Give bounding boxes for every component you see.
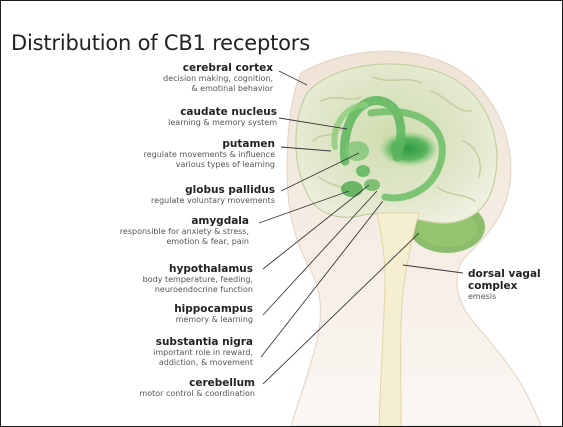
region-desc: emesis bbox=[468, 292, 541, 302]
label-cerebellum: cerebellum motor control & coordination bbox=[139, 377, 255, 399]
label-hypothalamus: hypothalamus body temperature, feeding, … bbox=[143, 263, 253, 294]
region-name: dorsal vagal bbox=[468, 268, 541, 280]
label-hippocampus: hippocampus memory & learning bbox=[174, 303, 253, 325]
region-name: caudate nucleus bbox=[168, 106, 277, 118]
region-name: hypothalamus bbox=[143, 263, 253, 275]
region-desc: addiction, & movement bbox=[153, 358, 253, 368]
diagram-title: Distribution of CB1 receptors bbox=[11, 31, 310, 55]
region-desc: important role in reward, bbox=[153, 348, 253, 358]
hypothalamus-shape bbox=[364, 179, 380, 191]
region-desc: emotion & fear, pain bbox=[120, 237, 249, 247]
region-desc: body temperature, feeding, bbox=[143, 275, 253, 285]
region-name: hippocampus bbox=[174, 303, 253, 315]
region-name: putamen bbox=[144, 138, 275, 150]
label-caudate-nucleus: caudate nucleus learning & memory system bbox=[168, 106, 277, 128]
region-desc: memory & learning bbox=[174, 315, 253, 325]
label-dorsal-vagal-complex: dorsal vagal complex emesis bbox=[468, 268, 541, 302]
region-name: substantia nigra bbox=[153, 336, 253, 348]
label-globus-pallidus: globus pallidus regulate voluntary movem… bbox=[151, 184, 275, 206]
label-amygdala: amygdala responsible for anxiety & stres… bbox=[120, 215, 249, 246]
region-desc: regulate movements & influence bbox=[144, 150, 275, 160]
region-desc: regulate voluntary movements bbox=[151, 196, 275, 206]
region-name: cerebellum bbox=[139, 377, 255, 389]
region-name: cerebral cortex bbox=[163, 62, 273, 74]
label-putamen: putamen regulate movements & influence v… bbox=[144, 138, 275, 169]
region-name: amygdala bbox=[120, 215, 249, 227]
region-desc: motor control & coordination bbox=[139, 389, 255, 399]
label-cerebral-cortex: cerebral cortex decision making, cogniti… bbox=[163, 62, 273, 93]
region-desc: various types of learning bbox=[144, 160, 275, 170]
region-desc: learning & memory system bbox=[168, 118, 277, 128]
region-desc: neuroendocrine function bbox=[143, 285, 253, 295]
region-desc: responsible for anxiety & stress, bbox=[120, 227, 249, 237]
region-name: complex bbox=[468, 280, 541, 292]
region-desc: decision making, cognition, bbox=[163, 74, 273, 84]
region-desc: & emotinal behavior bbox=[163, 84, 273, 94]
amygdala-shape bbox=[341, 181, 363, 197]
label-substantia-nigra: substantia nigra important role in rewar… bbox=[153, 336, 253, 367]
region-name: globus pallidus bbox=[151, 184, 275, 196]
